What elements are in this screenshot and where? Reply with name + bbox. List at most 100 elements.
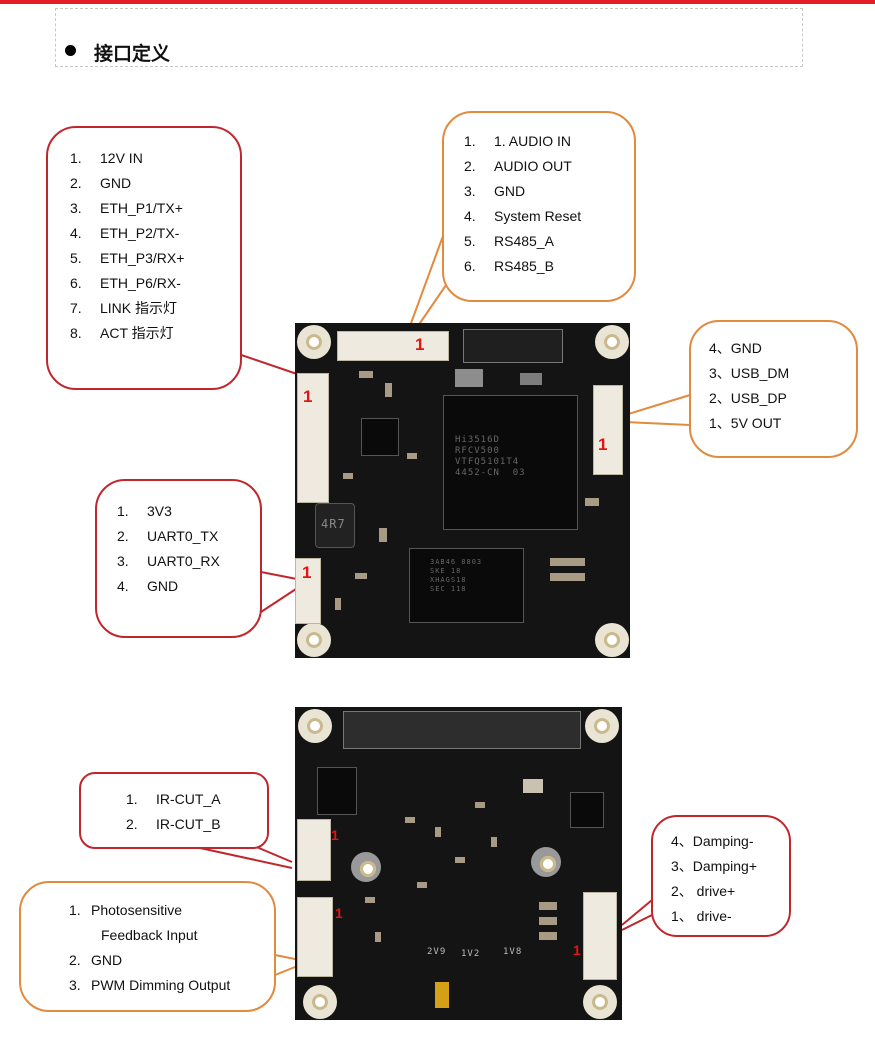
callout-network-pinout: 1.12V IN 2.GND 3.ETH_P1/TX+ 4.ETH_P2/TX-…: [46, 126, 242, 390]
list-item: 1.3V3: [117, 503, 172, 519]
section-title: 接口定义: [94, 43, 171, 65]
section-heading: 接口定义: [55, 8, 803, 67]
smd-component: [475, 802, 485, 808]
soc-chip: [443, 395, 578, 530]
mount-hole: [595, 325, 629, 359]
inductor: [315, 503, 355, 548]
pcb-bottom-view: 1 1 1 2V9 1V2 1V8: [295, 707, 622, 1020]
smd-component: [407, 453, 417, 459]
list-item: 2、 drive+: [671, 883, 736, 899]
mount-hole: [297, 325, 331, 359]
list-item: 1.12V IN: [70, 150, 143, 166]
list-item: 4、Damping-: [671, 833, 754, 849]
smd-component: [539, 917, 557, 925]
smd-component: [343, 473, 353, 479]
driver-chip: [317, 767, 357, 815]
ircut-pin1-marker: 1: [331, 827, 339, 843]
smd-component: [585, 498, 599, 506]
callout-usb-pinout: 4、GND 3、USB_DM 2、USB_DP 1、5V OUT: [689, 320, 858, 458]
crystal: [455, 369, 483, 387]
screw: [351, 852, 381, 882]
callout-photosensor-pinout: 1.Photosensitive Feedback Input 2.GND 3.…: [19, 881, 276, 1012]
list-item: 3.PWM Dimming Output: [69, 977, 231, 993]
smd-component: [550, 558, 568, 566]
bullet-icon: [65, 45, 76, 56]
crystal: [520, 373, 542, 385]
smd-component: [335, 598, 341, 610]
memory-chip-marking: 3AB46 8803 SKE 18 XHAGS18 SEC 118: [430, 558, 483, 593]
list-item: 3、Damping+: [671, 858, 757, 874]
list-item: 5.RS485_A: [464, 233, 554, 249]
smd-component: [405, 817, 415, 823]
network-pin1-marker: 1: [303, 387, 313, 406]
list-item: 2、USB_DP: [709, 390, 787, 406]
list-item: 4、GND: [709, 340, 762, 356]
list-item: 6.ETH_P6/RX-: [70, 275, 181, 291]
callout-audio-pinout: 1.1. AUDIO IN 2.AUDIO OUT 3.GND 4.System…: [442, 111, 636, 302]
list-item: 1.1. AUDIO IN: [464, 133, 572, 149]
smd-component: [539, 902, 557, 910]
list-item: 2.UART0_TX: [117, 528, 219, 544]
audio-connector: [337, 331, 449, 361]
list-item: 3.ETH_P1/TX+: [70, 200, 183, 216]
lens-connector: [583, 892, 617, 980]
mount-hole: [583, 985, 617, 1019]
mount-hole: [585, 709, 619, 743]
top-accent-bar: [0, 0, 875, 4]
list-item: 4.ETH_P2/TX-: [70, 225, 180, 241]
list-item: 2.GND: [70, 175, 132, 191]
list-item: 1.Photosensitive: [69, 902, 183, 918]
screw: [531, 847, 561, 877]
smd-component: [385, 383, 392, 397]
smd-component: [365, 897, 375, 903]
photosensor-connector: [297, 897, 333, 977]
list-item: 1、5V OUT: [709, 415, 782, 431]
list-item: 3、USB_DM: [709, 365, 790, 381]
list-item: 4.GND: [117, 578, 179, 594]
voltage-label-1v8: 1V8: [503, 947, 523, 957]
smd-component: [375, 932, 381, 942]
pcb-top-view: 1 1 1 1 Hi3516D RFCV500 VTFQ5101T4 4452-…: [295, 323, 630, 658]
mount-hole: [595, 623, 629, 657]
list-item: Feedback Input: [101, 927, 198, 943]
inductor-marking: 4R7: [321, 517, 346, 531]
list-item: 2.IR-CUT_B: [126, 816, 221, 832]
list-item: 8.ACT 指示灯: [70, 325, 174, 341]
audio-pin1-marker: 1: [415, 335, 425, 354]
smd-component: [355, 573, 367, 579]
smd-component: [359, 371, 373, 378]
photosensor-pin1-marker: 1: [335, 905, 343, 921]
list-item: 3.GND: [464, 183, 526, 199]
list-item: 6.RS485_B: [464, 258, 554, 274]
voltage-label-2v9: 2V9: [427, 947, 447, 957]
smd-component: [435, 827, 441, 837]
list-item: 2.GND: [69, 952, 123, 968]
sensor-ffc-connector: [343, 711, 581, 749]
list-item: 3.UART0_RX: [117, 553, 220, 569]
motor-driver-chip: [570, 792, 604, 828]
smd-component: [379, 528, 387, 542]
uart-pin1-marker: 1: [302, 563, 312, 582]
list-item: 4.System Reset: [464, 208, 582, 224]
list-item: 1.IR-CUT_A: [126, 791, 221, 807]
ircut-connector: [297, 819, 331, 881]
callout-uart-pinout: 1.3V3 2.UART0_TX 3.UART0_RX 4.GND: [95, 479, 262, 638]
usb-connector: [593, 385, 623, 475]
smd-component: [417, 882, 427, 888]
mount-hole: [298, 709, 332, 743]
callout-ircut-pinout: 1.IR-CUT_A 2.IR-CUT_B: [79, 772, 269, 849]
tantalum-capacitor: [435, 982, 449, 1008]
smd-component: [550, 573, 568, 581]
sensor-ffc-connector: [463, 329, 563, 363]
network-connector: [297, 373, 329, 503]
memory-chip: [409, 548, 524, 623]
smd-component: [567, 573, 585, 581]
usb-pin1-marker: 1: [598, 435, 608, 454]
soc-chip-marking: Hi3516D RFCV500 VTFQ5101T4 4452-CN 03: [455, 435, 526, 478]
list-item: 2.AUDIO OUT: [464, 158, 572, 174]
smd-component: [455, 857, 465, 863]
phy-chip: [361, 418, 399, 456]
mount-hole: [303, 985, 337, 1019]
list-item: 1、 drive-: [671, 908, 732, 924]
tantalum-capacitor: [523, 779, 543, 793]
